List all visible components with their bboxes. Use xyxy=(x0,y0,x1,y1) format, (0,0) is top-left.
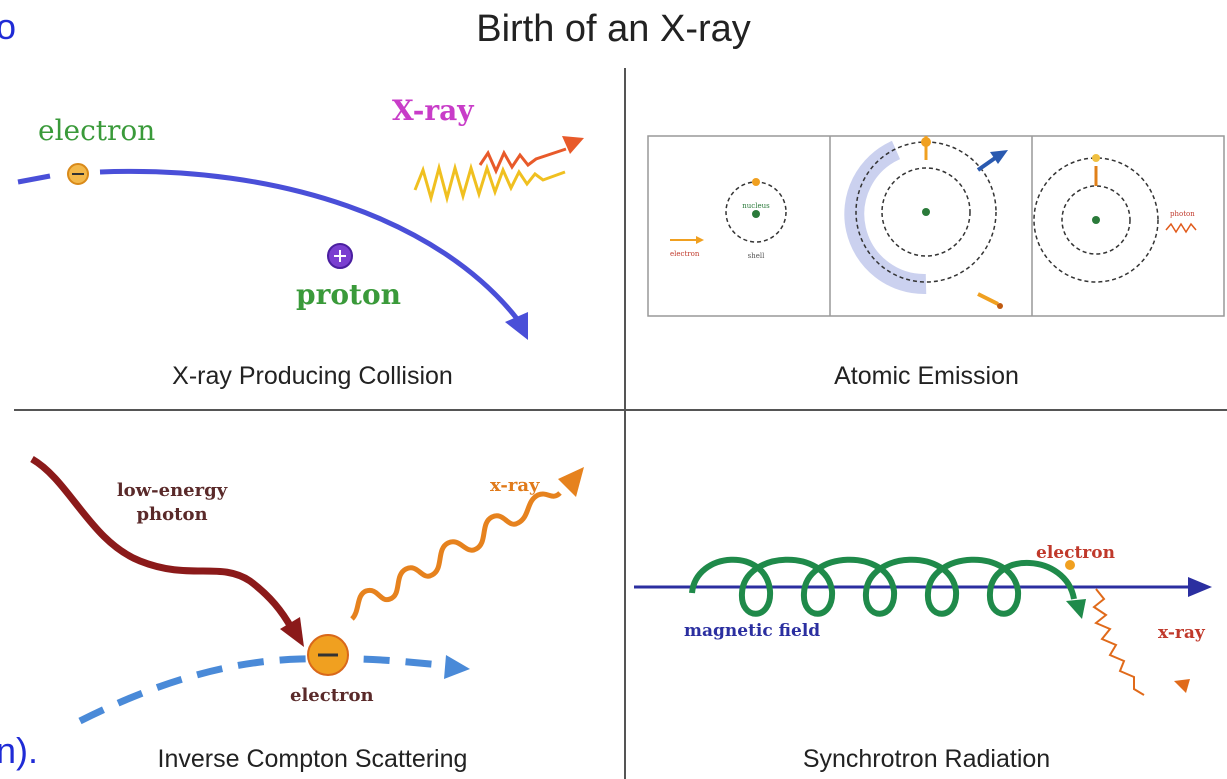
edge-fragment-bottom: n). xyxy=(0,730,39,771)
caption-compton: Inverse Compton Scattering xyxy=(157,745,468,773)
panel-collision: electron proton X-ray X-ray Producing Co… xyxy=(0,70,625,410)
xray-arrowhead xyxy=(562,136,584,154)
photon-path xyxy=(30,455,296,631)
svg-text:electron: electron xyxy=(670,250,700,258)
electron-label-sync: electron xyxy=(1036,543,1115,563)
xray-wave xyxy=(413,162,566,204)
sync-electron xyxy=(1065,560,1075,570)
electron-label: electron xyxy=(38,114,156,147)
synchrotron-diagram xyxy=(634,556,1212,696)
caption-synchrotron: Synchrotron Radiation xyxy=(802,745,1051,773)
panel-synchrotron: magnetic field electron x-ray Synchrotro… xyxy=(626,411,1227,779)
collision-diagram xyxy=(17,136,584,340)
svg-text:nucleus: nucleus xyxy=(742,202,770,210)
electron-path xyxy=(99,168,520,322)
electron-dashed-path xyxy=(78,654,441,725)
xray-label-sync: x-ray xyxy=(1158,623,1205,643)
diagram-title: Birth of an X-ray xyxy=(476,8,751,50)
caption-collision: X-ray Producing Collision xyxy=(172,362,453,390)
xray-wavy xyxy=(350,491,562,621)
panel-atomic: nucleus shell electron photon Atomic Emi… xyxy=(626,70,1227,410)
proton-label: proton xyxy=(296,278,401,311)
xray-squiggle xyxy=(1092,588,1145,696)
svg-text:photon: photon xyxy=(1170,210,1195,218)
panel-compton: low-energy photon x-ray electron Inverse… xyxy=(0,411,625,779)
field-label: magnetic field xyxy=(684,621,821,641)
xray-label-compton: x-ray xyxy=(490,475,540,496)
atomic-diagram: nucleus shell electron photon xyxy=(647,135,1225,317)
compton-diagram xyxy=(30,455,584,725)
xray-label: X-ray xyxy=(392,94,474,127)
path-arrowhead xyxy=(505,312,528,340)
spiral-path xyxy=(689,556,1077,617)
caption-atomic: Atomic Emission xyxy=(834,362,1019,390)
svg-text:shell: shell xyxy=(748,252,765,260)
photon-label: low-energy photon xyxy=(116,480,228,525)
electron-label-compton: electron xyxy=(290,685,374,706)
edge-fragment-top: o xyxy=(0,6,17,47)
